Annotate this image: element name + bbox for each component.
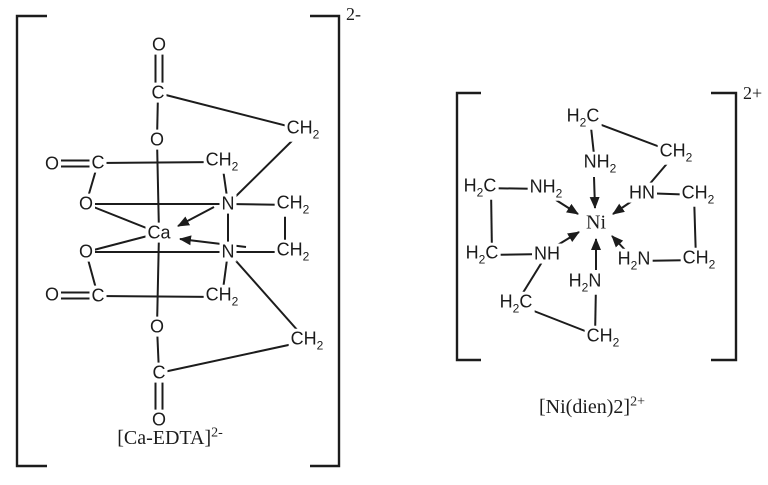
ni-dien-caption-text: [Ni(dien)2] <box>539 396 631 418</box>
bond-line <box>158 340 308 374</box>
ca-edta-caption-charge: 2- <box>211 425 223 441</box>
atom-o: O <box>42 153 62 174</box>
atom-ch2: CH2 <box>284 117 322 142</box>
atom-ch2: CH2 <box>203 284 241 309</box>
ni-dien-brackets <box>455 91 738 362</box>
ni-dien-caption-charge: 2+ <box>630 394 645 410</box>
coordination-arrow <box>612 200 633 215</box>
right-bracket <box>310 14 341 468</box>
atom-h2c: H2C <box>564 105 602 130</box>
atom-ch2: CH2 <box>657 140 695 165</box>
coordination-arrow <box>177 206 215 227</box>
atom-ch2: CH2 <box>679 182 717 207</box>
atom-c: C <box>89 285 107 306</box>
atom-ch2: CH2 <box>274 192 312 217</box>
bond-line <box>97 161 223 164</box>
right-bracket <box>711 91 738 362</box>
atom-o: O <box>76 193 96 214</box>
atom-o: O <box>42 284 62 305</box>
atom-h2c: H2C <box>461 175 499 200</box>
atom-hn: HN <box>627 182 657 203</box>
atom-h2c: H2C <box>497 291 535 316</box>
bond-line <box>227 129 304 205</box>
bond-line <box>156 139 160 234</box>
ni-dien-arrows <box>555 176 633 270</box>
coordination-arrow <box>589 176 600 209</box>
ca-edta-caption-text: [Ca-EDTA] <box>117 427 212 449</box>
atom-nh2: NH2 <box>527 176 565 201</box>
left-bracket <box>15 14 47 468</box>
atom-c: C <box>150 362 168 383</box>
ca-edta-bracket-charge: 2- <box>346 4 361 24</box>
atom-ch2: CH2 <box>288 328 326 353</box>
atom-ca: Ca <box>145 222 173 243</box>
ca-edta-bonds <box>53 46 308 419</box>
ca-edta-brackets <box>15 14 341 468</box>
atom-o: O <box>147 129 167 150</box>
ni-dien-caption: [Ni(dien)2]2+ <box>539 394 645 418</box>
atom-h2n: H2N <box>615 248 653 273</box>
atom-ch2: CH2 <box>680 247 718 272</box>
atom-c: C <box>149 82 167 103</box>
bond-line <box>156 232 160 328</box>
atom-nh2: NH2 <box>581 151 619 176</box>
atom-nh: NH <box>532 243 562 264</box>
ni-dien-bracket-charge: 2+ <box>743 83 763 103</box>
bond-line <box>157 92 304 131</box>
bond-line <box>227 251 308 342</box>
left-bracket <box>455 91 481 362</box>
atom-o: O <box>149 34 169 55</box>
atom-o: O <box>147 316 167 337</box>
coordination-arrow <box>555 199 579 215</box>
atom-ch2: CH2 <box>274 239 312 264</box>
atom-ni: Ni <box>584 211 608 234</box>
atom-h2c: H2C <box>463 242 501 267</box>
atom-ch2: CH2 <box>584 325 622 350</box>
bond-line <box>97 295 223 298</box>
atom-ch2: CH2 <box>203 149 241 174</box>
atom-o: O <box>149 409 169 430</box>
atom-h2n: H2N <box>566 270 604 295</box>
atom-c: C <box>89 152 107 173</box>
atom-o: O <box>76 241 96 262</box>
atom-n: N <box>219 193 237 214</box>
atom-n: N <box>219 241 237 262</box>
ca-edta-caption: [Ca-EDTA]2- <box>117 425 223 449</box>
